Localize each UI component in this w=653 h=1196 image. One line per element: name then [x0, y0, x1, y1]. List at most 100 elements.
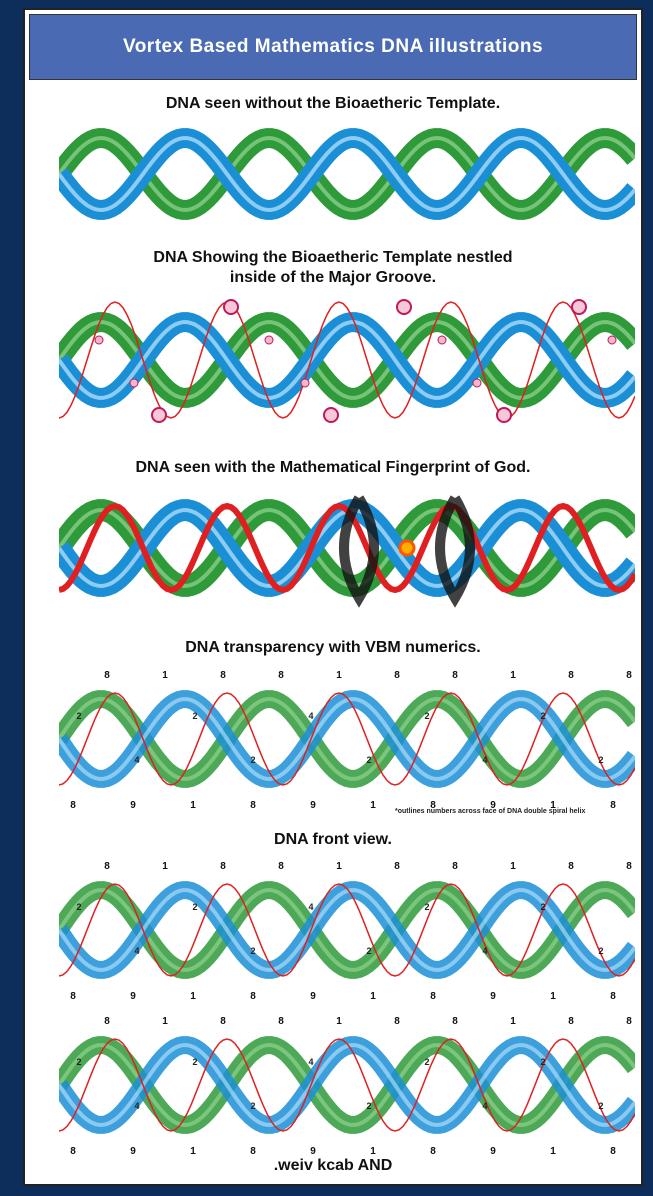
numeric-top-label: 1 — [336, 670, 342, 681]
numeric-top-label: 8 — [104, 1016, 110, 1027]
numeric-inner-label: 4 — [134, 755, 139, 765]
caption-fingerprint: DNA seen with the Mathematical Fingerpri… — [25, 458, 641, 478]
numeric-bottom-label: 8 — [250, 1146, 256, 1157]
numeric-inner-label: 2 — [250, 1101, 255, 1111]
numeric-inner-label: 4 — [308, 711, 313, 721]
numeric-bottom-label: 1 — [190, 800, 196, 811]
numeric-top-label: 8 — [104, 670, 110, 681]
numeric-inner-label: 2 — [250, 946, 255, 956]
numeric-bottom-label: 9 — [310, 800, 316, 811]
numeric-top-label: 1 — [336, 1016, 342, 1027]
helix-panel-plain — [59, 118, 635, 230]
caption-transparency: DNA transparency with VBM numerics. — [25, 638, 641, 658]
numeric-bottom-label: 8 — [430, 991, 436, 1002]
numeric-top-label: 8 — [452, 1016, 458, 1027]
numeric-bottom-label: 9 — [490, 1146, 496, 1157]
template-node-star — [497, 408, 511, 422]
numeric-bottom-label: 1 — [190, 1146, 196, 1157]
numeric-top-label: 8 — [394, 1016, 400, 1027]
numeric-top-label: 1 — [162, 670, 168, 681]
numeric-inner-label: 2 — [366, 755, 371, 765]
numeric-inner-label: 2 — [366, 946, 371, 956]
numeric-inner-label: 2 — [366, 1101, 371, 1111]
numeric-bottom-label: 8 — [70, 800, 76, 811]
numeric-bottom-label: 9 — [310, 991, 316, 1002]
numeric-top-label: 8 — [626, 861, 632, 872]
fingerprint-center-glow — [400, 541, 414, 555]
numeric-top-label: 1 — [162, 861, 168, 872]
numeric-bottom-label: 1 — [550, 1146, 556, 1157]
helix-panel-template — [59, 295, 635, 425]
numeric-inner-label: 2 — [424, 902, 429, 912]
numeric-inner-label: 2 — [540, 902, 545, 912]
numeric-top-label: 8 — [394, 861, 400, 872]
caption-template-line2: inside of the Major Groove. — [25, 268, 641, 288]
numeric-top-label: 1 — [510, 670, 516, 681]
caption-template-line1: DNA Showing the Bioaetheric Template nes… — [25, 248, 641, 268]
template-node-star — [397, 300, 411, 314]
caption-dna-plain: DNA seen without the Bioaetheric Templat… — [25, 94, 641, 114]
numeric-top-label: 8 — [452, 861, 458, 872]
numeric-bottom-label: 8 — [430, 1146, 436, 1157]
numeric-inner-label: 4 — [308, 902, 313, 912]
numeric-inner-label: 2 — [424, 711, 429, 721]
numeric-bottom-label: 1 — [370, 800, 376, 811]
numeric-inner-label: 2 — [76, 902, 81, 912]
numeric-bottom-label: 9 — [130, 800, 136, 811]
numeric-top-label: 8 — [568, 1016, 574, 1027]
numeric-inner-label: 2 — [598, 1101, 603, 1111]
numeric-inner-label: 2 — [540, 1057, 545, 1067]
numeric-top-label: 8 — [278, 1016, 284, 1027]
numeric-top-label: 1 — [510, 1016, 516, 1027]
template-node — [130, 379, 138, 387]
template-node-star — [572, 300, 586, 314]
numeric-inner-label: 2 — [76, 1057, 81, 1067]
numeric-bottom-label: 1 — [190, 991, 196, 1002]
template-node — [438, 336, 446, 344]
numeric-inner-label: 4 — [308, 1057, 313, 1067]
template-node — [301, 379, 309, 387]
numeric-inner-label: 4 — [134, 946, 139, 956]
footnote: *outlines numbers across face of DNA dou… — [395, 808, 585, 815]
numeric-bottom-label: 8 — [70, 1146, 76, 1157]
numeric-bottom-label: 8 — [70, 991, 76, 1002]
template-node-star — [324, 408, 338, 422]
numeric-inner-label: 4 — [134, 1101, 139, 1111]
numeric-bottom-label: 8 — [250, 800, 256, 811]
numeric-bottom-label: 9 — [130, 1146, 136, 1157]
numeric-top-label: 8 — [220, 1016, 226, 1027]
template-node — [608, 336, 616, 344]
numeric-inner-label: 2 — [192, 902, 197, 912]
numeric-inner-label: 4 — [482, 1101, 487, 1111]
numeric-inner-label: 2 — [598, 946, 603, 956]
numeric-bottom-label: 8 — [250, 991, 256, 1002]
numeric-bottom-label: 1 — [370, 991, 376, 1002]
numeric-inner-label: 2 — [250, 755, 255, 765]
template-node-star — [152, 408, 166, 422]
numeric-inner-label: 2 — [540, 711, 545, 721]
numeric-top-label: 1 — [336, 861, 342, 872]
numeric-top-label: 8 — [278, 670, 284, 681]
numeric-top-label: 8 — [220, 670, 226, 681]
numeric-bottom-label: 9 — [490, 991, 496, 1002]
numeric-top-label: 8 — [394, 670, 400, 681]
numeric-bottom-label: 9 — [310, 1146, 316, 1157]
page-title: Vortex Based Mathematics DNA illustratio… — [123, 36, 543, 58]
template-node — [95, 336, 103, 344]
helix-panel-front: 818818818889189189182422422422 — [59, 855, 635, 1005]
numeric-top-label: 8 — [104, 861, 110, 872]
numeric-inner-label: 4 — [482, 755, 487, 765]
numeric-inner-label: 2 — [598, 755, 603, 765]
template-node — [265, 336, 273, 344]
numeric-top-label: 8 — [626, 1016, 632, 1027]
numeric-inner-label: 4 — [482, 946, 487, 956]
numeric-inner-label: 2 — [192, 1057, 197, 1067]
numeric-top-label: 8 — [278, 861, 284, 872]
template-node — [473, 379, 481, 387]
numeric-top-label: 8 — [568, 861, 574, 872]
numeric-top-label: 1 — [510, 861, 516, 872]
numeric-inner-label: 2 — [192, 711, 197, 721]
numeric-inner-label: 2 — [424, 1057, 429, 1067]
illustration-frame: Vortex Based Mathematics DNA illustratio… — [23, 8, 643, 1186]
